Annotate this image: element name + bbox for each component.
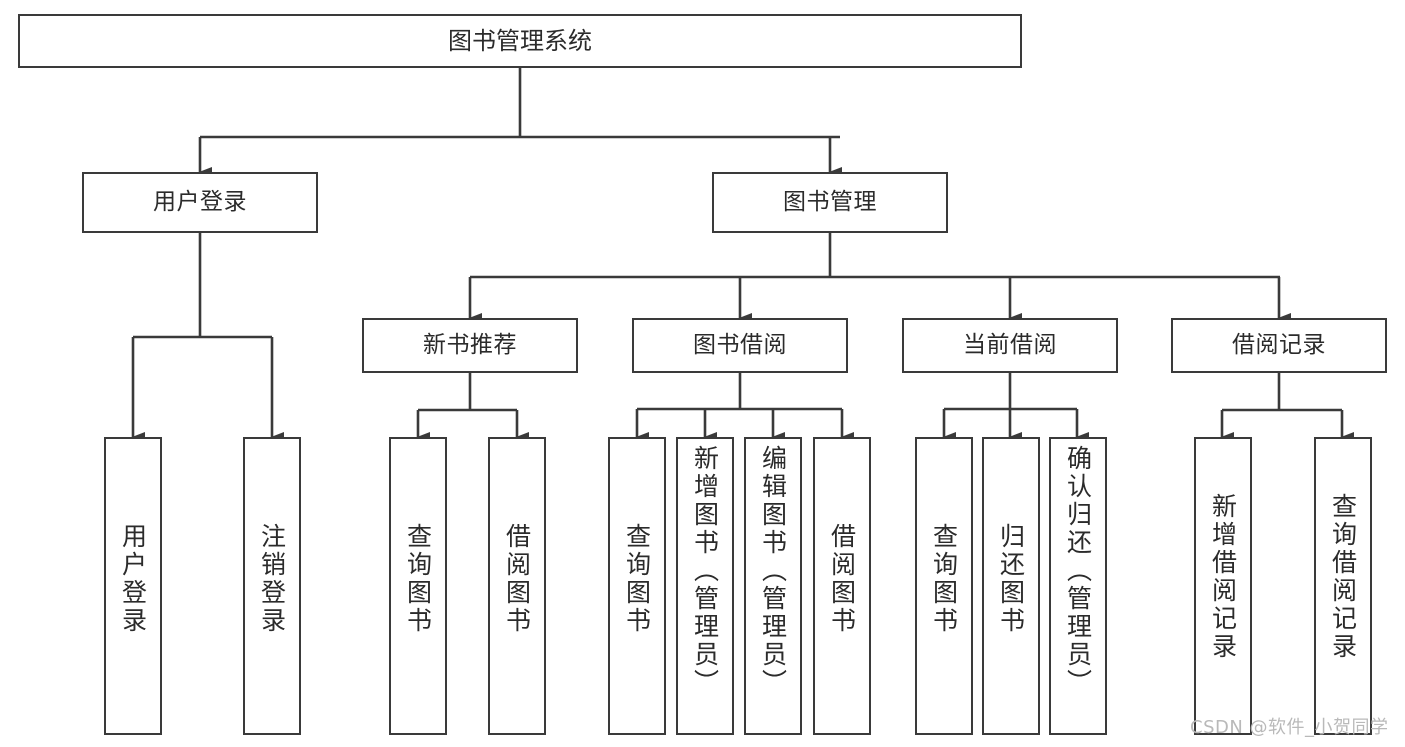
node-label: 借阅图书: [827, 523, 857, 635]
leaf-user-login-login[interactable]: 用户登录: [104, 437, 162, 735]
node-current-borrow[interactable]: 当前借阅: [902, 318, 1118, 373]
node-label: 图书管理系统: [448, 27, 592, 55]
leaf-record-query-record[interactable]: 查询借阅记录: [1314, 437, 1372, 735]
node-label: 新增借阅记录: [1208, 493, 1238, 661]
node-label: 注销登录: [257, 523, 287, 635]
node-new-book-recommend[interactable]: 新书推荐: [362, 318, 578, 373]
node-label: 用户登录: [153, 189, 247, 215]
node-label: 借阅图书: [502, 523, 532, 635]
leaf-new-book-query[interactable]: 查询图书: [389, 437, 447, 735]
node-book-management[interactable]: 图书管理: [712, 172, 948, 233]
node-label: 查询图书: [622, 523, 652, 635]
leaf-borrow-borrow-book[interactable]: 借阅图书: [813, 437, 871, 735]
watermark-text: CSDN @软件_小贺同学: [1190, 717, 1389, 738]
leaf-record-add-record[interactable]: 新增借阅记录: [1194, 437, 1252, 735]
node-user-login[interactable]: 用户登录: [82, 172, 318, 233]
node-label: 新增图书（管理员）: [690, 445, 720, 697]
leaf-borrow-edit-book-admin[interactable]: 编辑图书（管理员）: [744, 437, 802, 735]
node-label: 查询图书: [403, 523, 433, 635]
node-label: 用户登录: [118, 523, 148, 635]
node-label: 图书借阅: [693, 332, 787, 358]
node-label: 查询借阅记录: [1328, 493, 1358, 661]
leaf-borrow-add-book-admin[interactable]: 新增图书（管理员）: [676, 437, 734, 735]
node-label: 归还图书: [996, 523, 1026, 635]
node-borrow-record[interactable]: 借阅记录: [1171, 318, 1387, 373]
leaf-current-query-book[interactable]: 查询图书: [915, 437, 973, 735]
node-label: 当前借阅: [963, 332, 1057, 358]
node-label: 新书推荐: [423, 332, 517, 358]
leaf-current-return-book[interactable]: 归还图书: [982, 437, 1040, 735]
leaf-new-book-borrow[interactable]: 借阅图书: [488, 437, 546, 735]
node-book-borrow[interactable]: 图书借阅: [632, 318, 848, 373]
node-label: 确认归还（管理员）: [1063, 445, 1093, 697]
node-label: 图书管理: [783, 189, 877, 215]
leaf-current-confirm-return-admin[interactable]: 确认归还（管理员）: [1049, 437, 1107, 735]
leaf-borrow-query-book[interactable]: 查询图书: [608, 437, 666, 735]
node-label: 编辑图书（管理员）: [758, 445, 788, 697]
node-label: 借阅记录: [1232, 332, 1326, 358]
leaf-user-login-logout[interactable]: 注销登录: [243, 437, 301, 735]
node-label: 查询图书: [929, 523, 959, 635]
node-root-system[interactable]: 图书管理系统: [18, 14, 1022, 68]
